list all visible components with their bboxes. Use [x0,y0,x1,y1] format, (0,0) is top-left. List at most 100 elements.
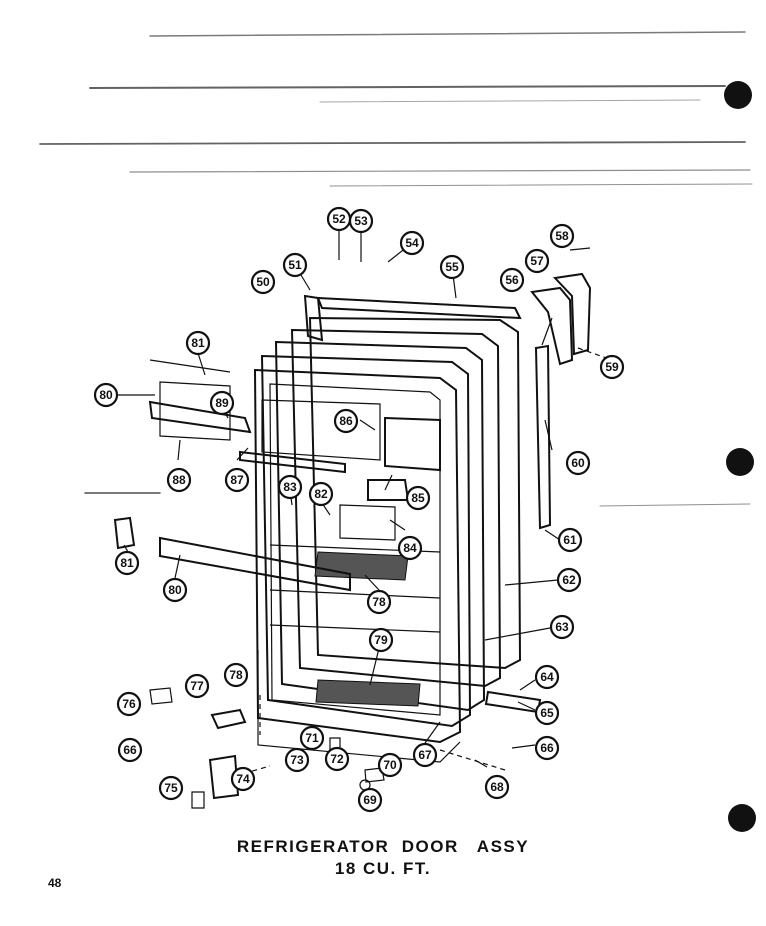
callout-84: 84 [397,535,423,561]
svg-text:50: 50 [256,275,270,289]
callout-89: 89 [209,390,235,416]
svg-text:84: 84 [403,541,417,555]
callout-56: 56 [499,267,525,293]
svg-text:72: 72 [330,752,344,766]
callout-54: 54 [399,230,425,256]
callout-83: 83 [277,474,303,500]
svg-text:83: 83 [283,480,297,494]
callout-67: 67 [412,742,438,768]
callout-58: 58 [549,223,575,249]
door-handle [113,516,136,550]
svg-text:58: 58 [555,229,569,243]
callout-61: 61 [557,527,583,553]
callout-76: 76 [116,691,142,717]
callout-68: 68 [484,774,510,800]
svg-text:70: 70 [383,758,397,772]
svg-text:64: 64 [540,670,554,684]
svg-text:74: 74 [236,772,250,786]
binder-holes [724,81,756,832]
svg-text:81: 81 [191,336,205,350]
svg-text:76: 76 [122,697,136,711]
callout-78-bottom: 78 [223,662,249,688]
callout-64: 64 [534,664,560,690]
callout-53: 53 [348,208,374,234]
callout-79: 79 [368,627,394,653]
top-trim [303,294,522,342]
callout-73: 73 [284,747,310,773]
callout-62: 62 [556,567,582,593]
svg-text:89: 89 [215,396,229,410]
callout-69: 69 [357,787,383,813]
svg-text:78: 78 [372,595,386,609]
callout-86: 86 [333,408,359,434]
svg-text:80: 80 [99,388,113,402]
svg-text:80: 80 [168,583,182,597]
svg-text:62: 62 [562,573,576,587]
callout-52: 52 [326,206,352,232]
callout-57: 57 [524,248,550,274]
callout-71: 71 [299,725,325,751]
svg-text:60: 60 [571,456,585,470]
svg-text:73: 73 [290,753,304,767]
callout-75: 75 [158,775,184,801]
svg-text:66: 66 [540,741,554,755]
svg-text:82: 82 [314,487,328,501]
callout-82: 82 [308,481,334,507]
callout-81-handle: 81 [114,550,140,576]
svg-text:71: 71 [305,731,319,745]
svg-text:52: 52 [332,212,346,226]
svg-text:78: 78 [229,668,243,682]
callout-90: 90 [99,388,113,402]
svg-text:66: 66 [123,743,137,757]
callout-81-top: 81 [185,330,211,356]
callout-70: 70 [377,752,403,778]
svg-text:57: 57 [530,254,544,268]
svg-text:69: 69 [363,793,377,807]
callout-80-top: 80 [93,382,119,408]
door-panels [253,316,522,763]
callout-72: 72 [324,746,350,772]
svg-text:85: 85 [411,491,425,505]
scan-noise [39,31,753,507]
page-number: 48 [48,876,62,890]
callout-85: 85 [405,485,431,511]
callout-55: 55 [439,254,465,280]
callout-66-right: 66 [534,735,560,761]
svg-text:61: 61 [563,533,577,547]
svg-text:55: 55 [445,260,459,274]
callout-50: 50 [250,269,276,295]
svg-text:87: 87 [230,473,244,487]
callout-65: 65 [534,700,560,726]
svg-text:54: 54 [405,236,419,250]
callout-80-left: 80 [162,577,188,603]
svg-text:88: 88 [172,473,186,487]
callout-66-left: 66 [117,737,143,763]
callout-88: 88 [166,467,192,493]
title-line-1: REFRIGERATOR DOOR ASSY [236,837,530,856]
svg-text:81: 81 [120,556,134,570]
callout-78-middle: 78 [366,589,392,615]
leader-lines [116,230,561,768]
callout-51: 51 [282,252,308,278]
svg-text:63: 63 [555,620,569,634]
svg-text:86: 86 [339,414,353,428]
callout-bubbles: 50 51 52 53 54 55 56 57 58 59 60 61 62 6… [93,206,625,813]
title-line-2: 18 CU. FT. [334,859,432,878]
svg-text:53: 53 [354,214,368,228]
diagram-title: REFRIGERATOR DOOR ASSY 18 CU. FT. [150,836,616,880]
svg-text:79: 79 [374,633,388,647]
svg-text:68: 68 [490,780,504,794]
callout-60: 60 [565,450,591,476]
callout-63: 63 [549,614,575,640]
callout-77: 77 [184,673,210,699]
svg-text:51: 51 [288,258,302,272]
svg-text:67: 67 [418,748,432,762]
svg-text:56: 56 [505,273,519,287]
side-gasket [534,344,552,530]
svg-text:65: 65 [540,706,554,720]
callout-59: 59 [599,354,625,380]
callout-87: 87 [224,467,250,493]
svg-text:77: 77 [190,679,204,693]
svg-text:59: 59 [605,360,619,374]
